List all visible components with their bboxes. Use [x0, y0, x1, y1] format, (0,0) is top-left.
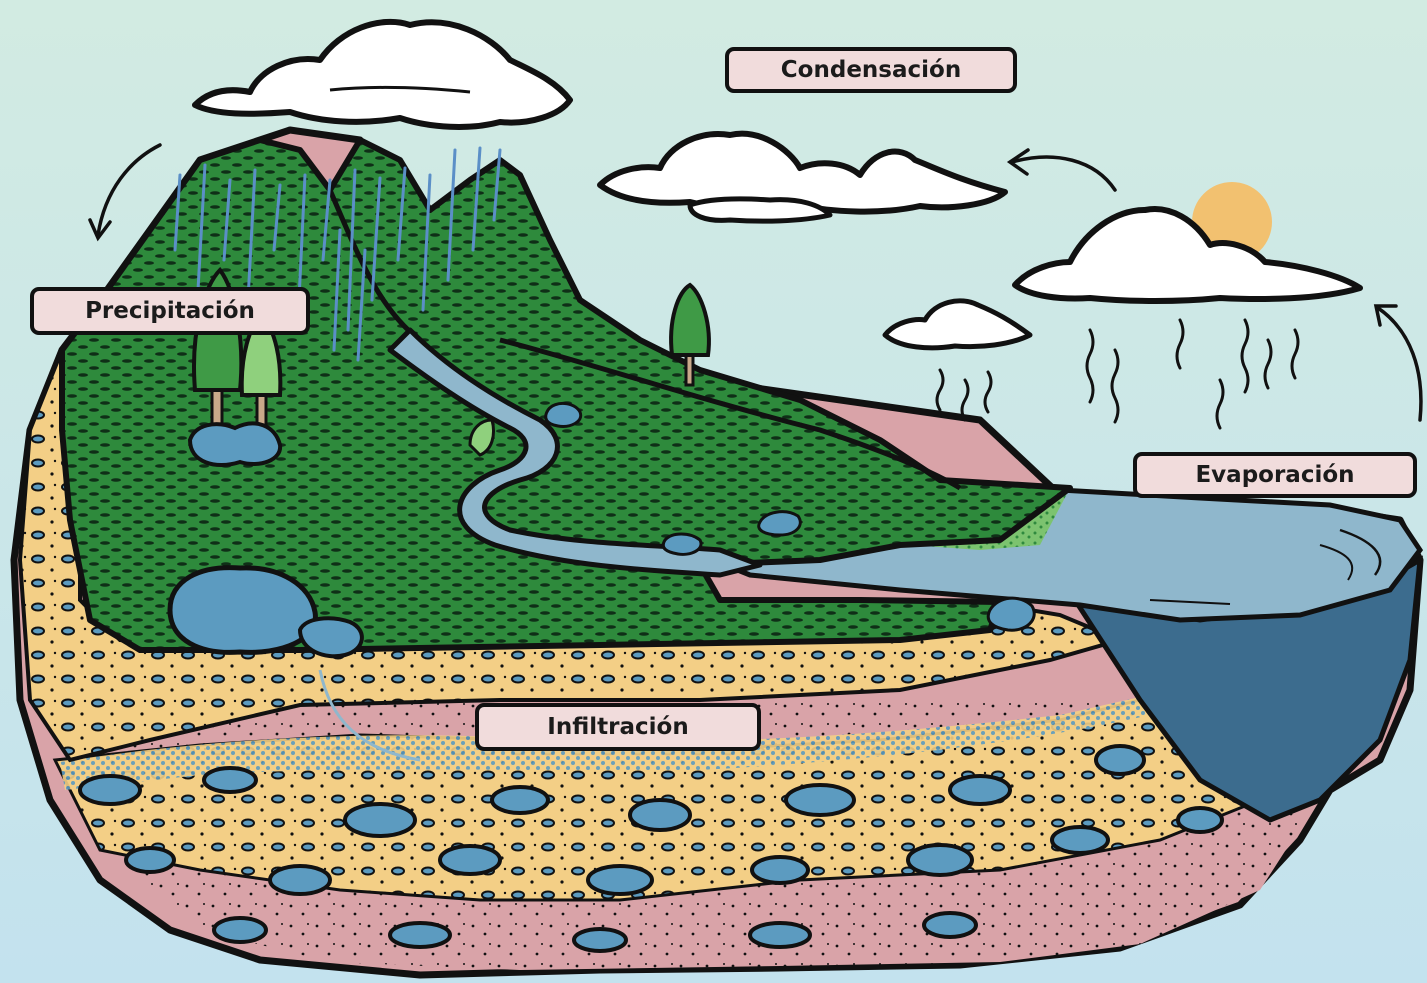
label-condensacion: Condensación [725, 47, 1017, 93]
rock-icon [988, 598, 1034, 630]
rock-icon [546, 403, 581, 426]
rock-icon [190, 423, 280, 465]
rock-icon [759, 512, 801, 535]
rock-icon [663, 534, 701, 554]
label-infiltracion: Infiltración [475, 703, 761, 751]
label-precipitacion: Precipitación [30, 287, 310, 335]
label-evaporacion: Evaporación [1133, 452, 1417, 498]
